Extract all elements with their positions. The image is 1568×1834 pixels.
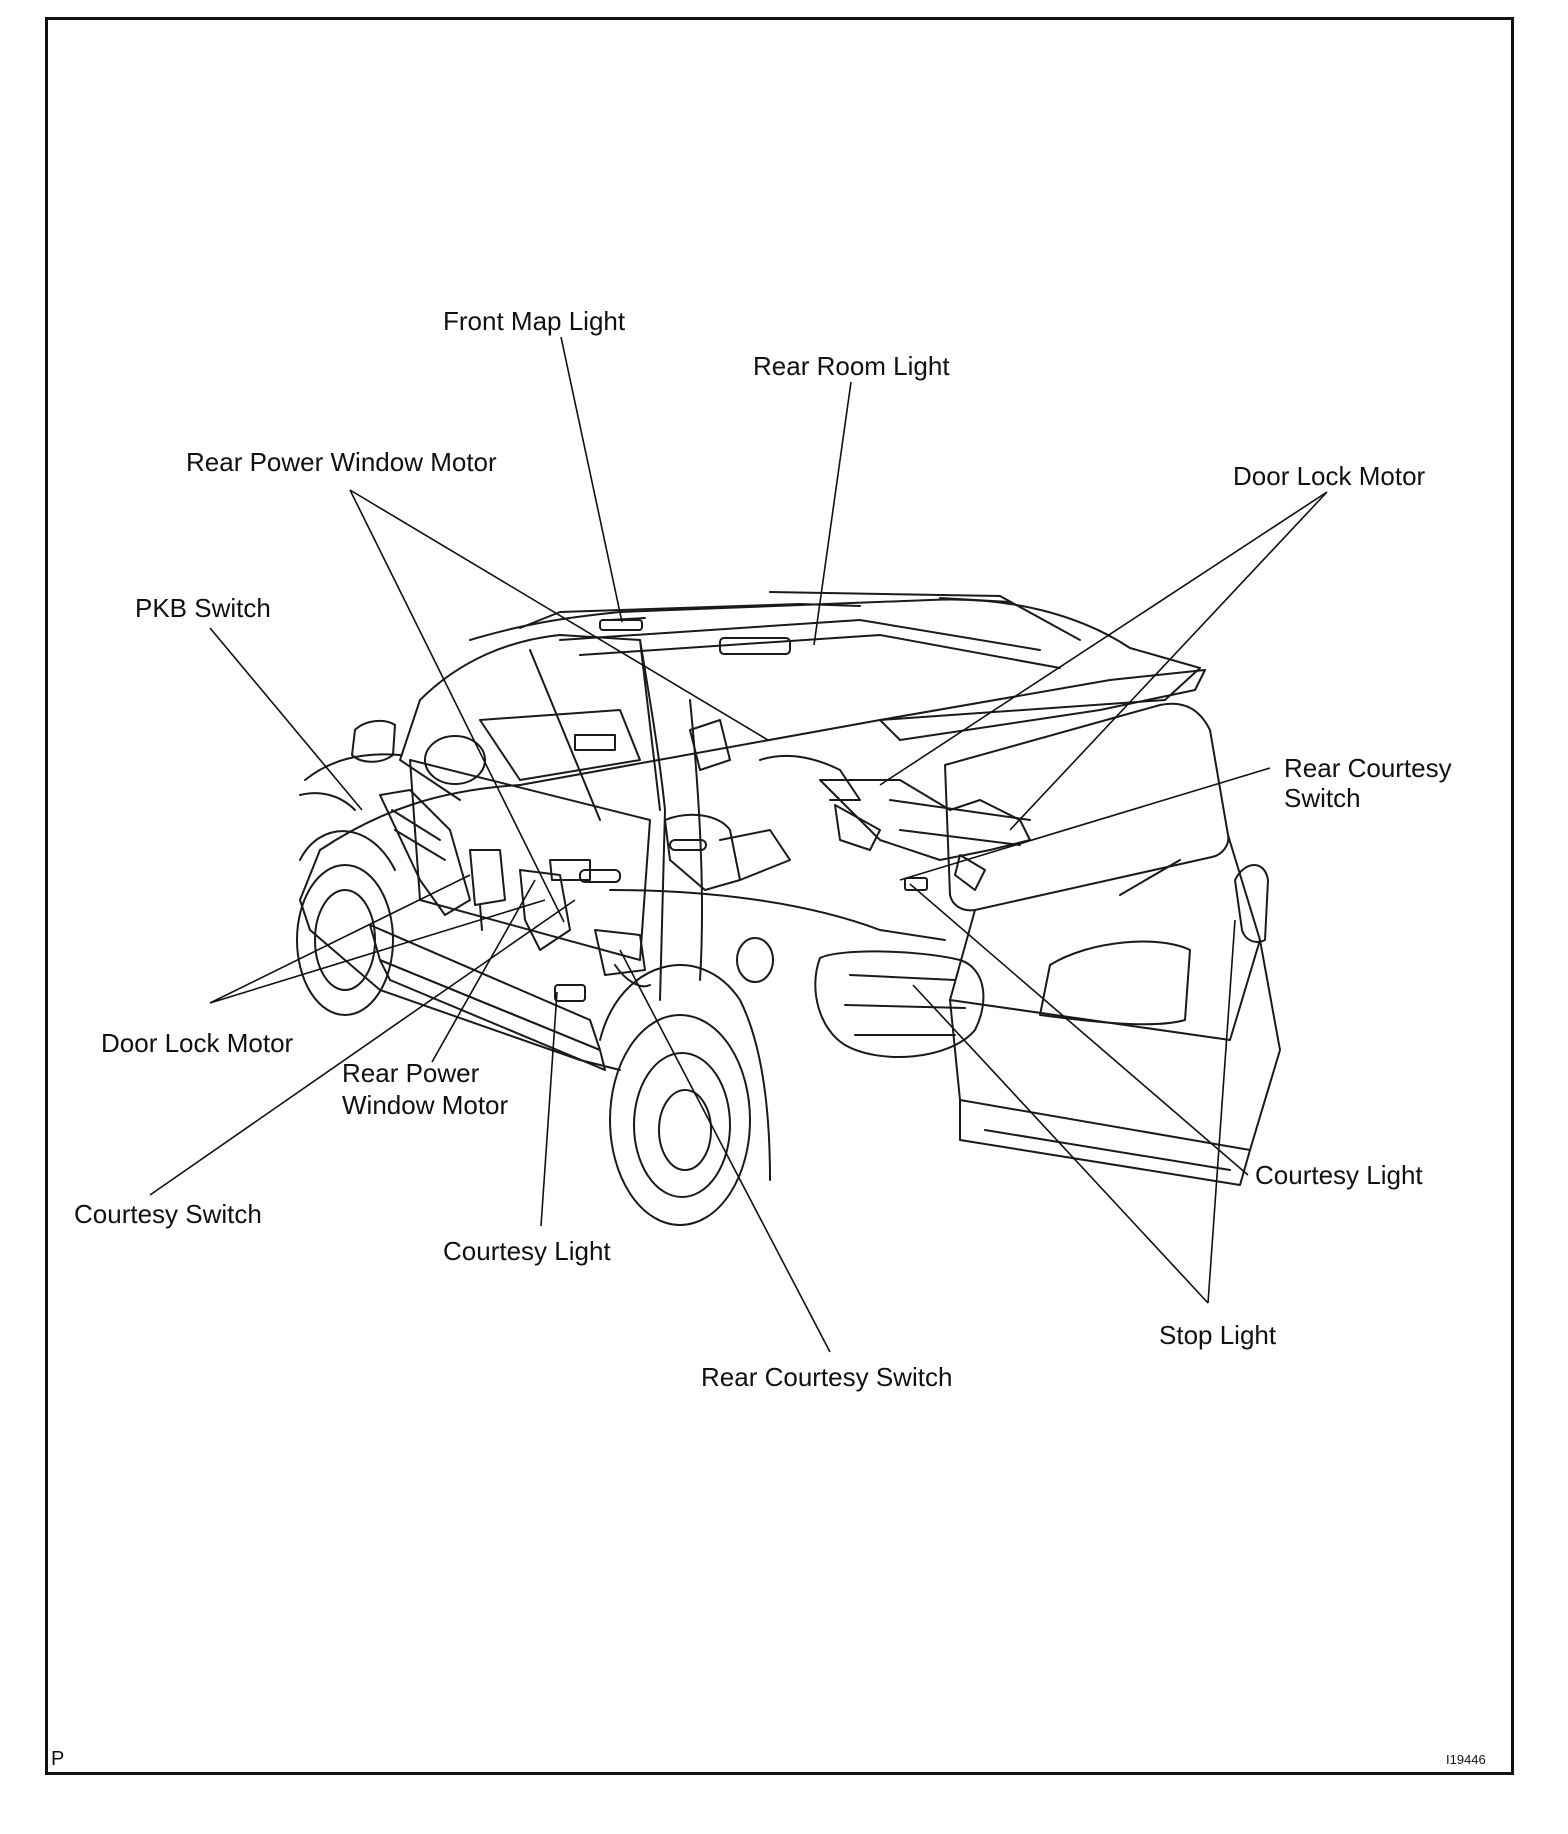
label-door-lock-motor-left: Door Lock Motor	[101, 1028, 294, 1058]
label-front-map-light: Front Map Light	[443, 306, 626, 336]
figure-id: I19446	[1446, 1752, 1486, 1767]
label-courtesy-light-left: Courtesy Light	[443, 1236, 611, 1266]
diagram-frame	[45, 17, 1514, 1775]
label-rear-power-window-motor-top: Rear Power Window Motor	[186, 447, 497, 477]
label-stop-light: Stop Light	[1159, 1320, 1277, 1350]
label-rear-courtesy-switch-right-line1: Rear Courtesy	[1284, 753, 1452, 783]
label-courtesy-light-right: Courtesy Light	[1255, 1160, 1423, 1190]
label-rear-courtesy-switch-bottom: Rear Courtesy Switch	[701, 1362, 953, 1392]
label-pkb-switch: PKB Switch	[135, 593, 271, 623]
label-door-lock-motor-right: Door Lock Motor	[1233, 461, 1426, 491]
label-rear-power-window-motor-bottom-line1: Rear Power	[342, 1058, 480, 1088]
label-rear-room-light: Rear Room Light	[753, 351, 950, 381]
leader-lines	[149, 336, 1328, 1353]
label-rear-courtesy-switch-right-line2: Switch	[1284, 783, 1361, 813]
suv-illustration	[296, 591, 1281, 1226]
label-courtesy-switch: Courtesy Switch	[74, 1199, 262, 1229]
label-rear-power-window-motor-bottom-line2: Window Motor	[342, 1090, 509, 1120]
section-code: P	[51, 1748, 65, 1770]
